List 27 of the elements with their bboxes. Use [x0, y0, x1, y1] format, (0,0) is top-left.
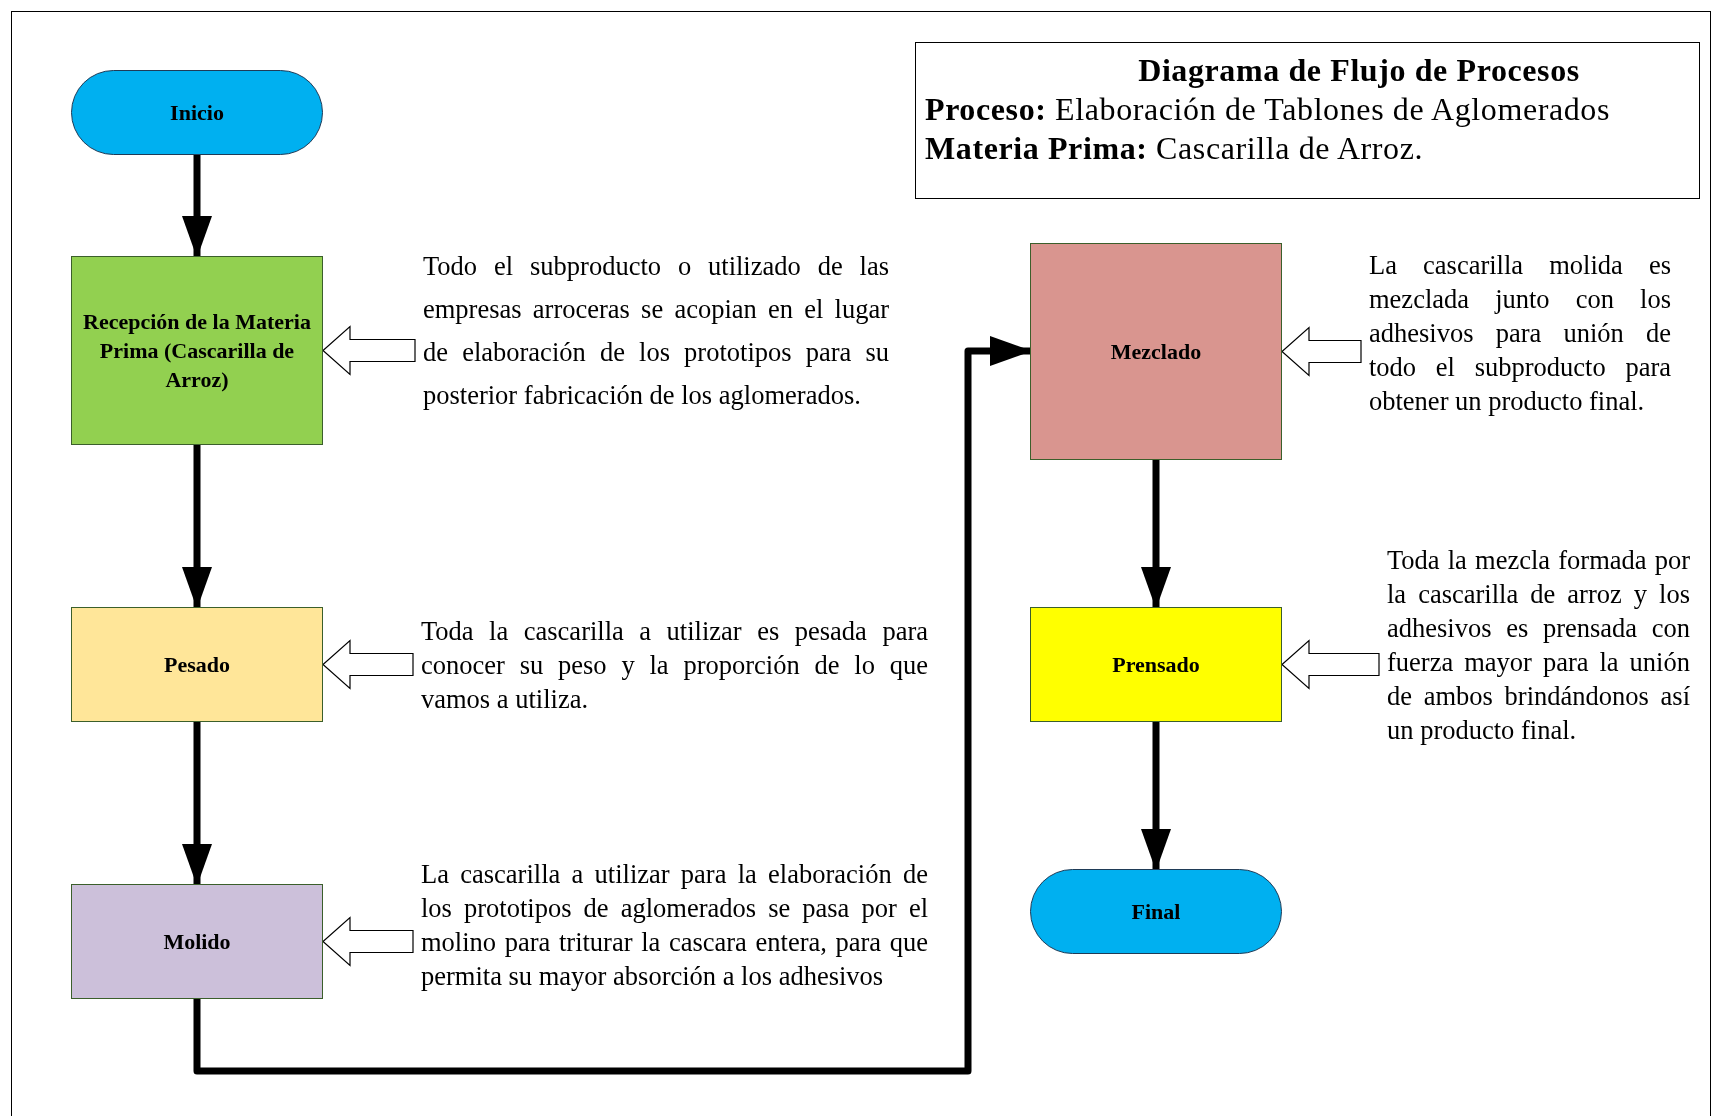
arrow — [1141, 460, 1171, 609]
title-box — [915, 42, 1700, 199]
terminal-shape: Inicio — [71, 70, 323, 155]
process-box: Mezclado — [1030, 243, 1282, 460]
block-arrow — [1281, 639, 1380, 690]
description-text: Todo el subproducto o utilizado de las empresas arroceras se acopian en el lugar de elaboración de los prototipos para su posterior fabricación de los aglomerados. — [423, 245, 889, 417]
process-box: Recepción de la Materia Prima (Cascarilla de Arroz) — [71, 256, 323, 445]
heading-text: Diagrama de Flujo de Procesos — [1137, 51, 1581, 90]
process-box: Prensado — [1030, 607, 1282, 722]
process-box: Pesado — [71, 607, 323, 722]
arrow — [193, 336, 1032, 1075]
arrow — [182, 445, 212, 609]
block-arrow — [322, 639, 414, 690]
block-arrow — [322, 916, 414, 967]
arrow — [182, 155, 212, 258]
block-arrow — [322, 325, 416, 376]
description-text: Toda la cascarilla a utilizar es pesada para conocer su peso y la proporción de lo que vamos a utiliza. — [421, 614, 928, 716]
description-text: La cascarilla a utilizar para la elaboración de los prototipos de aglomerados se pasa por el molino para triturar la cascara entera, para que permita su mayor absorción a los adhesivos — [421, 857, 928, 993]
process-info: Proceso: Elaboración de Tablones de Aglomerados — [925, 90, 1612, 129]
arrow — [182, 722, 212, 886]
block-arrow — [1281, 326, 1362, 377]
description-text: Toda la mezcla formada por la cascarilla de arroz y los adhesivos es prensada con fuerza mayor para la unión de ambos brindándonos así un producto final. — [1387, 543, 1690, 747]
process-box: Molido — [71, 884, 323, 999]
description-text: La cascarilla molida es mezclada junto con los adhesivos para unión de todo el subproducto para obtener un producto final. — [1369, 248, 1671, 418]
arrow — [1141, 722, 1171, 871]
process-info: Materia Prima: Cascarilla de Arroz. — [925, 129, 1425, 168]
terminal-shape: Final — [1030, 869, 1282, 954]
